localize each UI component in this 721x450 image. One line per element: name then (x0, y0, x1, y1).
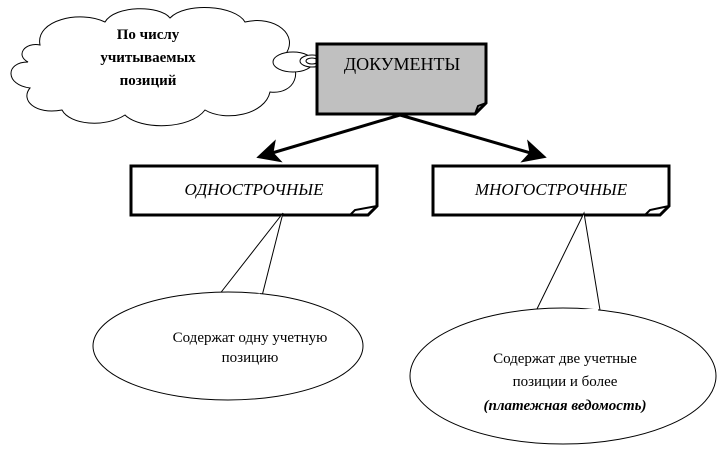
root-label: ДОКУМЕНТЫ (344, 54, 461, 74)
single-line-desc-2: позицию (222, 350, 279, 366)
cloud-line-2: учитываемых (100, 50, 196, 66)
single-line-desc-1: Содержат одну учетную (173, 330, 328, 346)
multi-line-desc-3: (платежная ведомость) (483, 398, 646, 414)
multi-line-callout: Содержат две учетные позиции и более (пл… (409, 211, 717, 445)
single-line-callout: Содержат одну учетную позицию (92, 212, 364, 401)
arrow-left (256, 113, 401, 163)
multi-line-desc-1: Содержат две учетные (493, 351, 637, 367)
cloud-line-3: позиций (120, 73, 177, 89)
multi-line-label: МНОГОСТРОЧНЫЕ (474, 180, 628, 199)
single-line-box: ОДНОСТРОЧНЫЕ (129, 164, 379, 217)
thought-cloud: По числу учитываемых позиций (10, 7, 325, 127)
single-line-label: ОДНОСТРОЧНЫЕ (184, 180, 324, 199)
arrow-right (399, 113, 547, 163)
multi-line-box: МНОГОСТРОЧНЫЕ (431, 164, 671, 217)
multi-line-desc-2: позиции и более (513, 374, 618, 390)
cloud-line-1: По числу (117, 27, 180, 43)
root-box: ДОКУМЕНТЫ (315, 42, 488, 116)
